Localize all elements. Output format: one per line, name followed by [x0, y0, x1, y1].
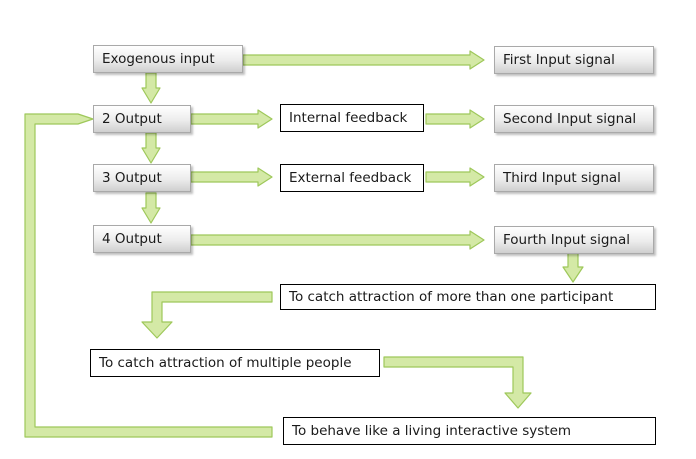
node-label: 2 Output — [102, 111, 162, 127]
node-label: Fourth Input signal — [503, 232, 630, 248]
arrow-output3-to-external-feedback — [190, 167, 273, 187]
node-internal-feedback: Internal feedback — [280, 104, 424, 132]
arrow-output4-to-fourth-input — [190, 230, 485, 250]
arrow-internal-feedback-to-second-input — [425, 109, 485, 129]
node-label: Internal feedback — [289, 110, 408, 126]
node-behave-living-system: To behave like a living interactive syst… — [283, 417, 656, 445]
node-label: Third Input signal — [503, 170, 621, 186]
node-second-input-signal: Second Input signal — [494, 105, 654, 133]
node-external-feedback: External feedback — [280, 164, 424, 192]
node-label: Second Input signal — [503, 111, 637, 127]
arrow-exogenous-to-output2 — [141, 72, 161, 104]
node-label: 4 Output — [102, 231, 162, 247]
arrow-output2-to-internal-feedback — [190, 109, 273, 129]
node-first-input-signal: First Input signal — [494, 46, 654, 74]
node-third-input-signal: Third Input signal — [494, 164, 654, 192]
node-catch-more-than-one: To catch attraction of more than one par… — [280, 284, 656, 310]
node-output-3: 3 Output — [93, 164, 191, 192]
node-label: External feedback — [289, 170, 412, 186]
arrow-feedback-loop — [24, 113, 273, 438]
arrow-output3-to-output4 — [141, 192, 161, 224]
arrow-external-feedback-to-third-input — [425, 167, 485, 187]
arrow-catch-multiple-down — [383, 356, 532, 409]
node-label: First Input signal — [503, 52, 615, 68]
node-output-2: 2 Output — [93, 105, 191, 133]
arrow-output2-to-output3 — [141, 132, 161, 164]
node-label: To behave like a living interactive syst… — [292, 423, 572, 439]
node-label: 3 Output — [102, 170, 162, 186]
node-label: To catch attraction of more than one par… — [289, 289, 614, 305]
node-catch-multiple-people: To catch attraction of multiple people — [90, 349, 380, 377]
arrow-fourth-input-down — [562, 252, 584, 283]
arrow-exogenous-to-first-input — [242, 50, 485, 70]
node-fourth-input-signal: Fourth Input signal — [494, 226, 654, 254]
node-output-4: 4 Output — [93, 225, 191, 253]
node-label: To catch attraction of multiple people — [99, 355, 352, 371]
arrow-catch-more-to-catch-multiple — [141, 291, 273, 339]
node-label: Exogenous input — [102, 51, 215, 67]
node-exogenous-input: Exogenous input — [93, 45, 243, 73]
